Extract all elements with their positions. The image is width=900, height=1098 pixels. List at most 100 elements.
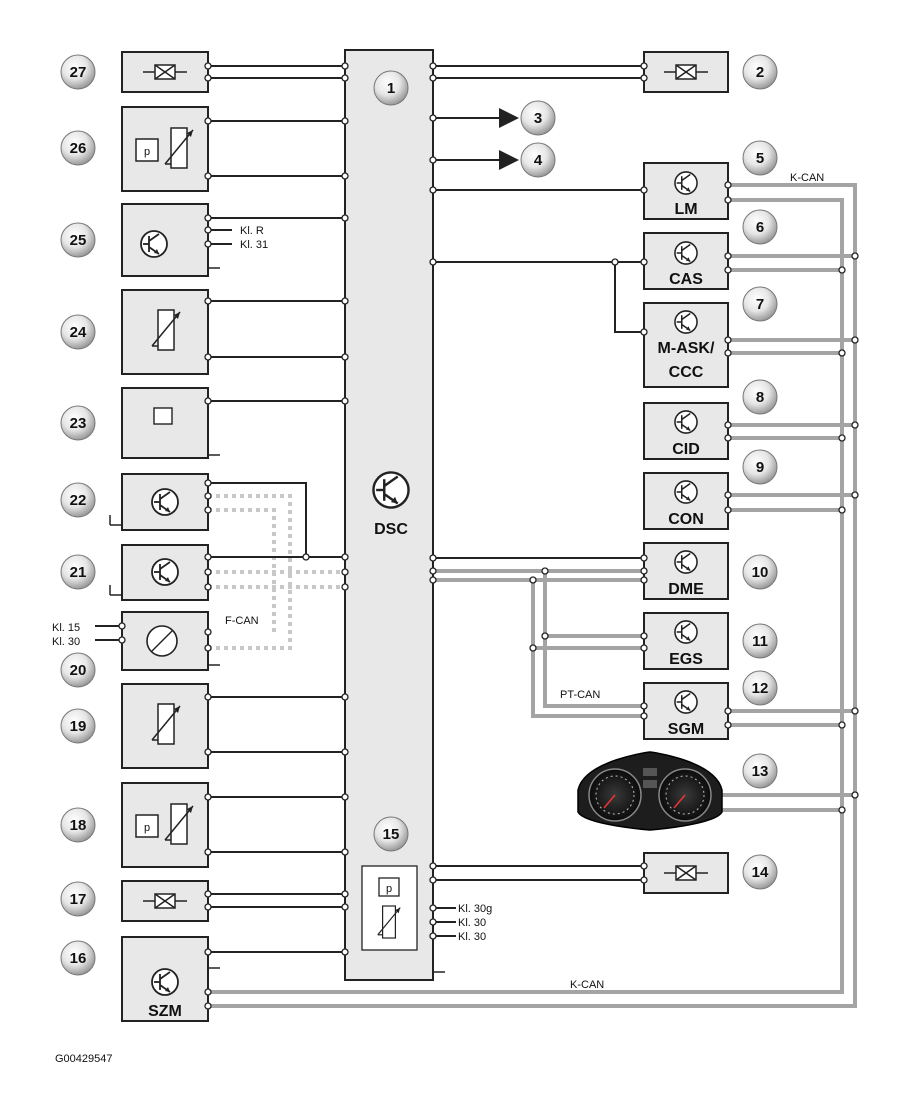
cid-label: CID: [672, 441, 700, 458]
svg-text:11: 11: [752, 633, 768, 650]
svg-text:19: 19: [70, 718, 87, 735]
badge-27: 27: [60, 54, 96, 90]
badge-10: 10: [742, 554, 778, 590]
svg-text:21: 21: [70, 564, 87, 581]
badge-17: 17: [60, 881, 96, 917]
component-11-egs: EGS: [643, 612, 729, 670]
svg-text:17: 17: [70, 891, 87, 908]
badge-22: 22: [60, 482, 96, 518]
svg-text:27: 27: [70, 64, 87, 81]
number-badges: 1 2 3 4 5 6 7 8 9 10 11 12 13 14 15 16 1…: [60, 54, 778, 976]
badge-25: 25: [60, 222, 96, 258]
svg-text:20: 20: [70, 662, 87, 679]
kl-30g-label: Kl. 30g: [458, 903, 492, 915]
svg-text:9: 9: [756, 459, 764, 476]
component-14: [643, 852, 729, 894]
egs-label: EGS: [669, 651, 703, 668]
component-12-sgm: SGM PT-CAN: [560, 682, 729, 740]
svg-text:16: 16: [70, 950, 87, 967]
svg-text:2: 2: [756, 64, 764, 81]
kl-30-left-label: Kl. 30: [52, 636, 80, 648]
svg-text:7: 7: [756, 296, 764, 313]
svg-text:25: 25: [70, 232, 87, 249]
component-25: Kl. R Kl. 31: [121, 203, 268, 277]
f-can-label: F-CAN: [225, 615, 259, 627]
component-27: [121, 51, 209, 93]
badge-14: 14: [742, 854, 778, 890]
svg-text:26: 26: [70, 140, 87, 157]
kl-31-label: Kl. 31: [240, 239, 268, 251]
p-symbol-26: p: [144, 146, 150, 158]
svg-text:6: 6: [756, 219, 764, 236]
badge-9: 9: [742, 449, 778, 485]
svg-text:24: 24: [70, 324, 87, 341]
svg-text:18: 18: [70, 817, 87, 834]
svg-text:22: 22: [70, 492, 87, 509]
component-19: [121, 683, 209, 769]
component-6-cas: CAS: [643, 232, 729, 290]
badge-3: 3: [520, 100, 556, 136]
badge-13: 13: [742, 753, 778, 789]
f-can-bus: [208, 494, 345, 650]
svg-text:13: 13: [752, 763, 769, 780]
svg-text:23: 23: [70, 415, 87, 432]
pt-can-bus: [433, 569, 644, 718]
badge-1: 1: [373, 70, 409, 106]
badge-15: 15: [373, 816, 409, 852]
svg-text:10: 10: [752, 564, 769, 581]
badge-26: 26: [60, 130, 96, 166]
component-2: [643, 51, 729, 93]
k-can-bottom-label: K-CAN: [570, 979, 604, 991]
cas-label: CAS: [669, 271, 703, 288]
svg-text:12: 12: [752, 680, 769, 697]
k-can-bus: [205, 183, 857, 1008]
con-label: CON: [668, 511, 704, 528]
ccc-label: CCC: [669, 364, 704, 381]
instrument-cluster: [577, 751, 723, 831]
badge-23: 23: [60, 405, 96, 441]
p-symbol-dsc: p: [386, 883, 392, 895]
dme-label: DME: [668, 581, 704, 598]
svg-text:5: 5: [756, 150, 764, 167]
component-26: p: [121, 106, 209, 192]
badge-6: 6: [742, 209, 778, 245]
signal-wires: [95, 65, 644, 953]
badge-16: 16: [60, 940, 96, 976]
component-8-cid: CID: [643, 402, 729, 460]
svg-text:4: 4: [534, 152, 543, 169]
kl-30-a-label: Kl. 30: [458, 917, 486, 929]
svg-text:8: 8: [756, 389, 764, 406]
kl-r-label: Kl. R: [240, 225, 264, 237]
pt-can-label: PT-CAN: [560, 689, 600, 701]
badge-11: 11: [742, 623, 778, 659]
svg-text:3: 3: [534, 110, 542, 127]
component-7-mask-ccc: M-ASK/ CCC: [643, 302, 729, 388]
p-symbol-18: p: [144, 822, 150, 834]
svg-text:1: 1: [387, 80, 395, 97]
component-23: [121, 387, 221, 459]
badge-5: 5: [742, 140, 778, 176]
connector-pins: [118, 62, 859, 1010]
component-18: p: [121, 782, 209, 868]
badge-2: 2: [742, 54, 778, 90]
badge-4: 4: [520, 142, 556, 178]
svg-text:15: 15: [383, 826, 400, 843]
badge-7: 7: [742, 286, 778, 322]
kl-30-b-label: Kl. 30: [458, 931, 486, 943]
component-10-dme: DME: [643, 542, 729, 600]
component-5-lm: LM: [643, 162, 729, 220]
lm-label: LM: [674, 201, 697, 218]
component-9-con: CON: [643, 472, 729, 530]
component-16-szm: SZM: [121, 936, 221, 1022]
badge-12: 12: [742, 670, 778, 706]
badge-19: 19: [60, 708, 96, 744]
badge-8: 8: [742, 379, 778, 415]
k-can-top-label: K-CAN: [790, 172, 824, 184]
component-20: F-CAN Kl. 15 Kl. 30: [52, 611, 259, 671]
badge-24: 24: [60, 314, 96, 350]
component-22: [109, 473, 209, 531]
szm-label: SZM: [148, 1003, 182, 1020]
mask-label: M-ASK/: [658, 340, 715, 357]
component-17: [121, 880, 209, 922]
